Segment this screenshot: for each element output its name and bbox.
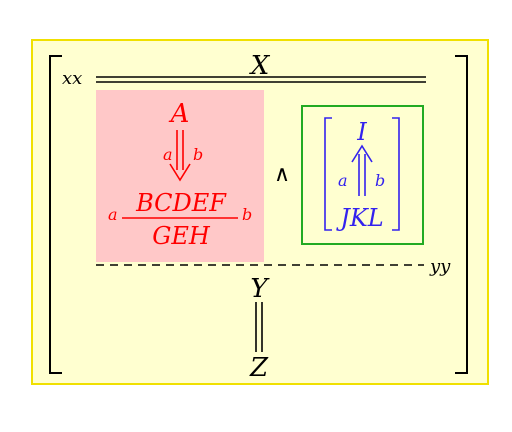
- red-arrow-label-b: b: [193, 145, 203, 164]
- left-bracket: [49, 55, 62, 374]
- right-bracket: [455, 55, 468, 374]
- red-block: [96, 90, 264, 262]
- top-left-label-xx: xx: [62, 68, 82, 89]
- blue-right-bracket: [392, 117, 400, 231]
- bottom-label-y: Y: [250, 274, 270, 304]
- blue-top-i: I: [356, 118, 367, 146]
- red-top-a: A: [169, 99, 190, 129]
- red-arrow-label-a: a: [163, 145, 173, 164]
- top-label-x: X: [249, 51, 271, 81]
- red-denominator: GEH: [152, 222, 211, 250]
- blue-arrow-label-b: b: [375, 171, 385, 190]
- red-frac-label-b: b: [242, 205, 252, 224]
- blue-double-arrow-head: [351, 144, 373, 163]
- red-double-arrow-head: [169, 163, 191, 182]
- red-numerator: BCDEF: [135, 189, 227, 217]
- green-box: [301, 105, 424, 245]
- wedge-operator: ∧: [274, 162, 290, 187]
- blue-arrow-label-a: a: [338, 171, 348, 190]
- bottom-label-z: Z: [249, 353, 269, 383]
- red-frac-label-a: a: [108, 205, 118, 224]
- blue-bottom-jkl: JKL: [335, 204, 384, 232]
- blue-left-bracket: [324, 117, 332, 231]
- dashed-label-yy: yy: [429, 256, 451, 277]
